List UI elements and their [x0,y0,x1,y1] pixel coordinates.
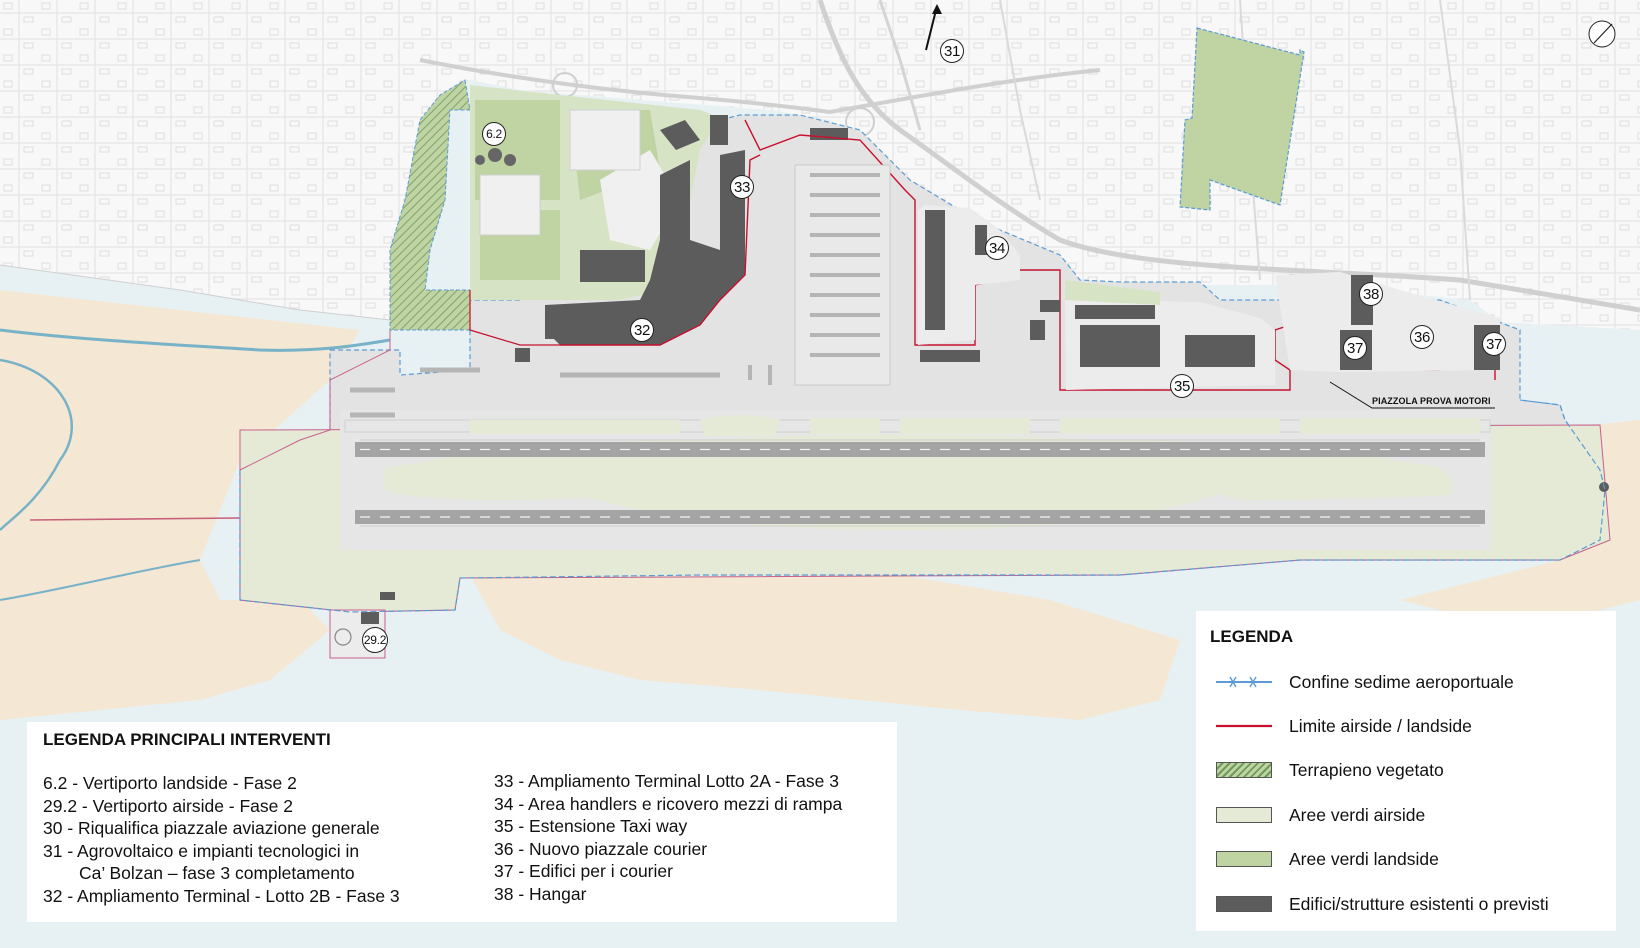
airside-limit-line-icon [1216,717,1272,735]
legend-entry: 37 - Edifici per i courier [494,861,673,881]
marker-37[interactable]: 37 [1343,336,1367,360]
marker-33[interactable]: 33 [730,175,754,199]
interventions-legend-title: LEGENDA PRINCIPALI INTERVENTI [43,730,331,749]
legend-row-landside-green: Aree verdi landside [1216,847,1439,871]
engine-test-pointer [1329,381,1495,409]
legend-row-buildings: Edifici/strutture esistenti o previsti [1216,892,1549,916]
legend-label: Limite airside / landside [1289,715,1472,736]
airport-boundary [239,399,1606,613]
agrovoltaic-field [1179,27,1305,211]
marker-37[interactable]: 37 [1482,332,1506,356]
marker-31[interactable]: 31 [940,39,964,63]
zone-36-area [1275,272,1500,372]
airside-limit [560,154,761,346]
terminal-32-building [545,305,635,339]
legend-label: Edifici/strutture esistenti o previsti [1289,893,1549,914]
channel [0,328,391,352]
legend-entry: 6.2 - Vertiporto landside - Fase 2 [43,773,297,793]
legend-entry: 38 - Hangar [494,883,587,904]
legend-label: Terrapieno vegetato [1289,759,1444,780]
interventions-list-left: 6.2 - Vertiporto landside - Fase 2 29.2 … [43,772,400,907]
marker-34[interactable]: 34 [985,236,1009,260]
boundary-line-icon [1216,673,1272,691]
marker-38[interactable]: 38 [1359,282,1383,306]
marker-6-2[interactable]: 6.2 [482,122,506,146]
main-road [817,0,1640,313]
hatched-green-swatch-icon [1216,761,1272,779]
legend-entry: 30 - Riqualifica piazzale aviazione gene… [43,818,380,838]
legend-row-boundary: Confine sedime aeroportuale [1216,670,1514,694]
legend-label: Aree verdi landside [1289,848,1439,869]
legend-label: Aree verdi airside [1289,804,1426,825]
legend-row-embankment: Terrapieno vegetato [1216,758,1444,782]
marker-32[interactable]: 32 [630,318,654,342]
terminal-building [545,150,745,345]
aircraft-stands [350,164,891,418]
legend-entry: 29.2 - Vertiporto airside - Fase 2 [43,795,293,816]
compass-icon [1588,20,1616,48]
airside-limit [469,290,560,346]
legend-row-airside-green: Aree verdi airside [1216,803,1425,827]
engine-test-pad-label: PIAZZOLA PROVA MOTORI [1372,396,1491,406]
green-swatch-icon [1216,850,1272,868]
sand-flats-south [470,575,1180,720]
legend-entry: 34 - Area handlers e ricovero mezzi di r… [494,793,843,814]
map-legend: LEGENDA Confine sedime aeroportuale Limi… [1196,611,1616,931]
legend-entry: 33 - Ampliamento Terminal Lotto 2A - Fas… [494,771,839,791]
channel [0,559,201,601]
channel [29,517,241,521]
legend-entry: 32 - Ampliamento Terminal - Lotto 2B - F… [43,885,400,906]
legend-entry: 36 - Nuovo piazzale courier [494,838,708,859]
legend-label: Confine sedime aeroportuale [1289,671,1514,692]
dark-grey-swatch-icon [1216,895,1272,913]
sand-flats-west [0,290,360,720]
north-arrow-icon [925,4,942,51]
zone-35-area [1065,300,1275,390]
legend-entry: Ca’ Bolzan – fase 3 completamento [79,863,355,883]
marker-29-2[interactable]: 29.2 [362,627,388,653]
interventions-legend: LEGENDA PRINCIPALI INTERVENTI 6.2 - Vert… [27,722,897,922]
light-green-swatch-icon [1216,806,1272,824]
marker-36[interactable]: 36 [1410,325,1434,349]
marker-35[interactable]: 35 [1170,374,1194,398]
channel [0,358,73,531]
map-legend-title: LEGENDA [1210,627,1294,646]
legend-entry: 31 - Agrovoltaico e impianti tecnologici… [43,840,360,861]
landside-vegetated-embankment [389,79,471,331]
legend-row-airside-limit: Limite airside / landside [1216,714,1472,738]
legend-entry: 35 - Estensione Taxi way [494,816,688,836]
interventions-list-right: 33 - Ampliamento Terminal Lotto 2A - Fas… [494,770,842,905]
